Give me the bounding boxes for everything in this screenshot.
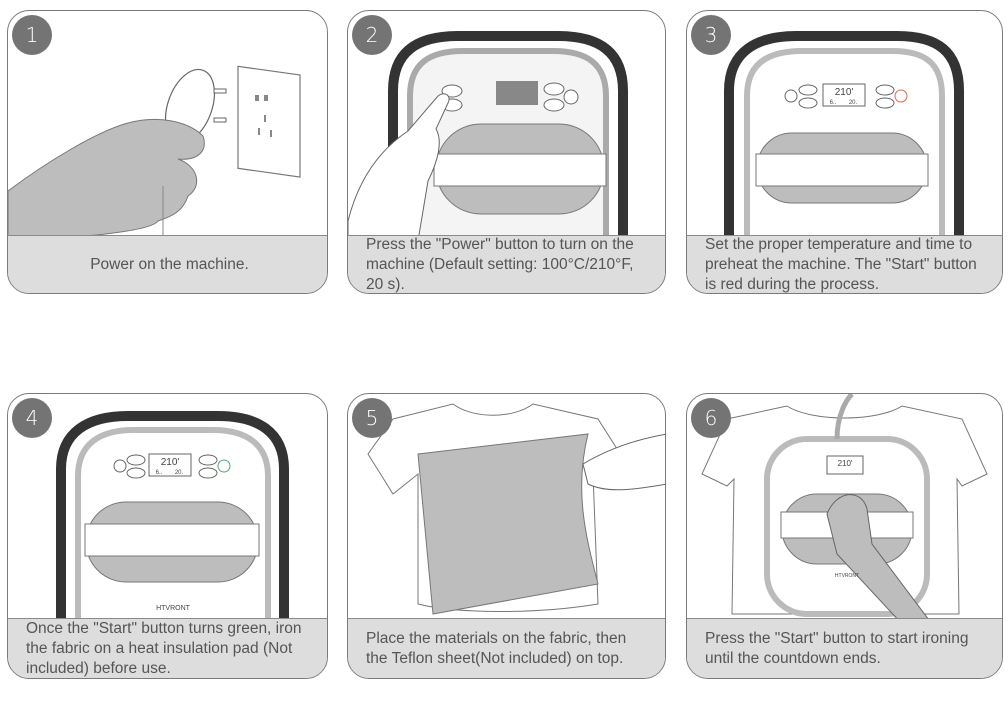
display-time-right: 20. <box>175 470 184 476</box>
step-caption: Press the "Start" button to start ironin… <box>687 618 1002 678</box>
step-6-panel: 210' HTVRONT 6 Press the "Start" button … <box>686 393 1003 679</box>
display-time-right: 20. <box>849 100 858 106</box>
plug-socket-illustration <box>8 65 301 241</box>
step-caption: Power on the machine. <box>8 235 327 293</box>
brand-logo: HTVRONT <box>835 573 859 579</box>
step-1-panel: 1 Power on the machine. <box>7 10 328 294</box>
heat-press-illustration: 210' 6.. 20. HTVRONT <box>56 411 289 624</box>
ironing-tshirt-illustration: 210' HTVRONT <box>701 394 988 624</box>
step-number-badge: 1 <box>12 15 52 55</box>
display-temp: 210' <box>835 87 854 98</box>
display-temp: 210' <box>161 457 180 468</box>
display-time-left: 6.. <box>830 100 837 106</box>
step-5-panel: 5 Place the materials on the fabric, the… <box>347 393 666 679</box>
step-caption: Set the proper temperature and time to p… <box>687 235 1002 293</box>
step-number-badge: 2 <box>352 15 392 55</box>
tshirt-teflon-illustration <box>367 403 665 615</box>
step-number-badge: 4 <box>12 398 52 438</box>
display-time-left: 6.. <box>156 470 163 476</box>
step-number-badge: 3 <box>691 15 731 55</box>
step-number-badge: 6 <box>691 398 731 438</box>
step-3-panel: 210' 6.. 20. 3 Set the proper temperatur… <box>686 10 1003 294</box>
step-caption: Place the materials on the fabric, then … <box>348 618 665 678</box>
step-caption: Once the "Start" button turns green, iro… <box>8 618 327 678</box>
brand-logo: HTVRONT <box>156 605 191 612</box>
step-2-panel: 2 Press the "Power" button to turn on th… <box>347 10 666 294</box>
start-button-red-icon <box>894 89 908 103</box>
heat-press-illustration <box>348 31 628 241</box>
step-caption: Press the "Power" button to turn on the … <box>348 235 665 293</box>
heat-press-illustration: 210' 6.. 20. <box>724 31 964 241</box>
display-temp: 210' <box>838 459 853 468</box>
start-button-green-icon <box>217 459 231 473</box>
step-4-panel: 210' 6.. 20. HTVRONT 4 Once the "Start" … <box>7 393 328 679</box>
step-number-badge: 5 <box>352 398 392 438</box>
